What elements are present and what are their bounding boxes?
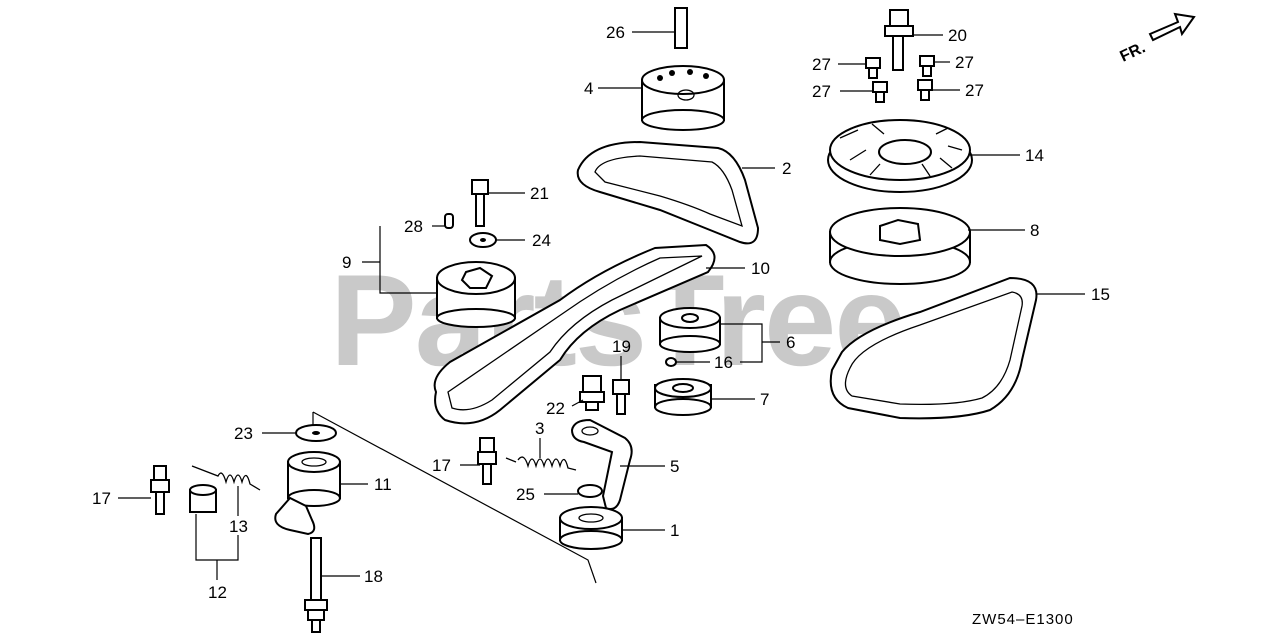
part-20-bolt[interactable] <box>884 9 914 71</box>
part-3-spring[interactable] <box>505 456 577 471</box>
part-4-pulley[interactable] <box>641 65 725 131</box>
part-15-vbelt[interactable] <box>829 276 1038 420</box>
part-10-belt[interactable] <box>433 243 716 425</box>
part-28-pin[interactable] <box>444 213 454 229</box>
part-5-arm[interactable] <box>570 418 633 510</box>
callout-17a: 17 <box>92 489 111 508</box>
callout-4: 4 <box>584 79 593 98</box>
part-22-bolt[interactable] <box>579 375 605 411</box>
callout-20: 20 <box>948 26 967 45</box>
part-16-pin[interactable] <box>665 357 677 367</box>
front-label: FR. <box>1118 39 1149 65</box>
part-26-key[interactable] <box>674 7 688 49</box>
callout-15: 15 <box>1091 285 1110 304</box>
part-17-stud[interactable] <box>477 437 497 485</box>
callout-22: 22 <box>546 399 565 418</box>
part-9-sprocket[interactable] <box>436 261 516 328</box>
callout-16: 16 <box>714 353 733 372</box>
part-25-washer[interactable] <box>577 484 603 498</box>
callout-21: 21 <box>530 184 549 203</box>
callout-2: 2 <box>782 159 791 178</box>
part-17-stud-left[interactable] <box>150 465 170 515</box>
part-11-idler[interactable] <box>274 451 341 536</box>
callout-27d: 27 <box>965 81 984 100</box>
callouts: 26 4 2 21 28 24 9 10 20 27 27 27 27 14 8… <box>92 23 1110 602</box>
callout-23: 23 <box>234 424 253 443</box>
part-24-washer[interactable] <box>469 232 497 248</box>
callout-11: 11 <box>374 475 392 494</box>
part-7-sprocket[interactable] <box>654 378 712 416</box>
assembly-bracket-line <box>312 411 597 584</box>
part-12-collar[interactable] <box>189 484 217 513</box>
part-23-washer[interactable] <box>295 424 337 442</box>
diagram-code: ZW54–E1300 <box>972 611 1074 628</box>
part-6-gear[interactable] <box>659 307 721 353</box>
callout-3: 3 <box>535 419 544 438</box>
callout-17b: 17 <box>432 456 451 475</box>
callout-1: 1 <box>670 521 679 540</box>
callout-27b: 27 <box>955 53 974 72</box>
callout-9: 9 <box>342 253 351 272</box>
callout-12: 12 <box>208 583 227 602</box>
callout-7: 7 <box>760 390 769 409</box>
leader-lines <box>118 31 1085 580</box>
callout-26: 26 <box>606 23 625 42</box>
callout-28: 28 <box>404 217 423 236</box>
part-2-belt[interactable] <box>576 140 760 245</box>
callout-24: 24 <box>532 231 551 250</box>
callout-13: 13 <box>229 517 248 536</box>
callout-14: 14 <box>1025 146 1044 165</box>
callout-27c: 27 <box>812 82 831 101</box>
part-13-spring[interactable] <box>191 465 261 491</box>
callout-18: 18 <box>364 567 383 586</box>
part-27-bolt[interactable] <box>865 55 935 103</box>
front-arrow-icon <box>1148 12 1196 42</box>
part-21-bolt[interactable] <box>471 179 489 227</box>
callout-19: 19 <box>612 337 631 356</box>
callout-10: 10 <box>751 259 770 278</box>
callout-25: 25 <box>516 485 535 504</box>
part-19-bolt[interactable] <box>612 379 630 415</box>
part-1-pulley[interactable] <box>559 506 623 550</box>
part-18-bolt[interactable] <box>304 537 328 633</box>
callout-8: 8 <box>1030 221 1039 240</box>
callout-6: 6 <box>786 333 795 352</box>
callout-27a: 27 <box>812 55 831 74</box>
part-8-flywheel[interactable] <box>829 207 971 285</box>
callout-5: 5 <box>670 457 679 476</box>
part-14-fan[interactable] <box>827 119 973 193</box>
